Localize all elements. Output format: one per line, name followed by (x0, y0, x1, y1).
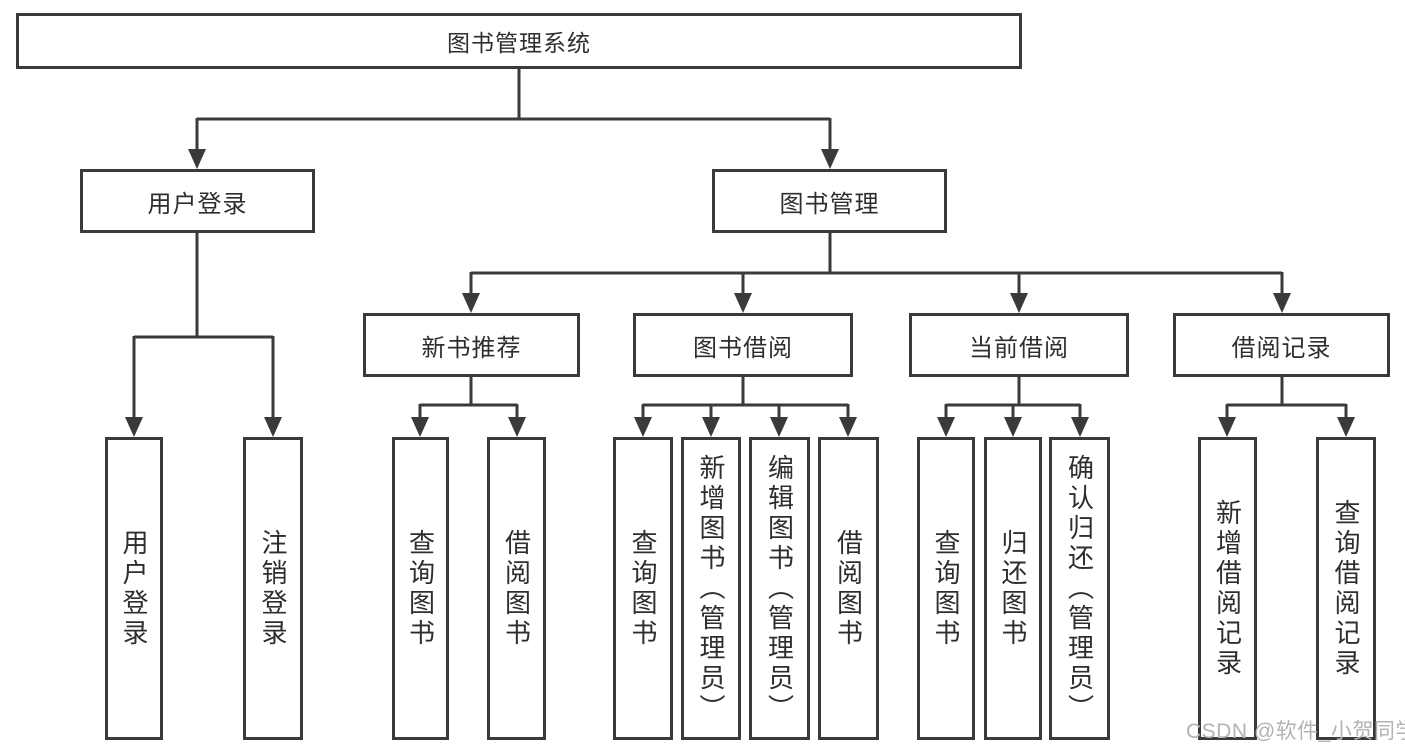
leaf-edit-books-admin: 编辑图书（管理员） (749, 437, 810, 740)
node-root-title: 图书管理系统 (16, 13, 1022, 69)
node-book-borrow: 图书借阅 (633, 313, 853, 377)
connector-borrow-records (1218, 377, 1355, 437)
leaf-logout-login: 注销登录 (243, 437, 303, 740)
leaf-query-books-borrow: 查询图书 (613, 437, 673, 740)
csdn-watermark: CSDN @软件_小贺同学 (1186, 720, 1405, 743)
leaf-borrow-books: 借阅图书 (818, 437, 879, 740)
node-user-login: 用户登录 (80, 169, 315, 233)
leaf-add-borrow-record: 新增借阅记录 (1198, 437, 1257, 740)
leaf-borrow-books-recommend: 借阅图书 (487, 437, 546, 740)
leaf-query-borrow-record: 查询借阅记录 (1316, 437, 1376, 740)
leaf-query-books-current: 查询图书 (917, 437, 975, 740)
leaf-add-books-admin: 新增图书（管理员） (681, 437, 741, 740)
node-book-management: 图书管理 (712, 169, 947, 233)
leaf-query-books-recommend: 查询图书 (392, 437, 449, 740)
leaf-confirm-return-admin: 确认归还（管理员） (1049, 437, 1110, 740)
connector-user-login (125, 233, 282, 437)
node-current-borrow: 当前借阅 (909, 313, 1129, 377)
leaf-return-books: 归还图书 (984, 437, 1042, 740)
connector-new-book-recommend (411, 377, 526, 437)
node-borrow-records: 借阅记录 (1173, 313, 1390, 377)
leaf-user-login: 用户登录 (105, 437, 163, 740)
connector-root (188, 69, 839, 169)
node-new-book-recommend: 新书推荐 (363, 313, 580, 377)
connector-book-management (462, 233, 1291, 313)
connector-current-borrow (937, 377, 1089, 437)
connector-book-borrow (634, 377, 857, 437)
